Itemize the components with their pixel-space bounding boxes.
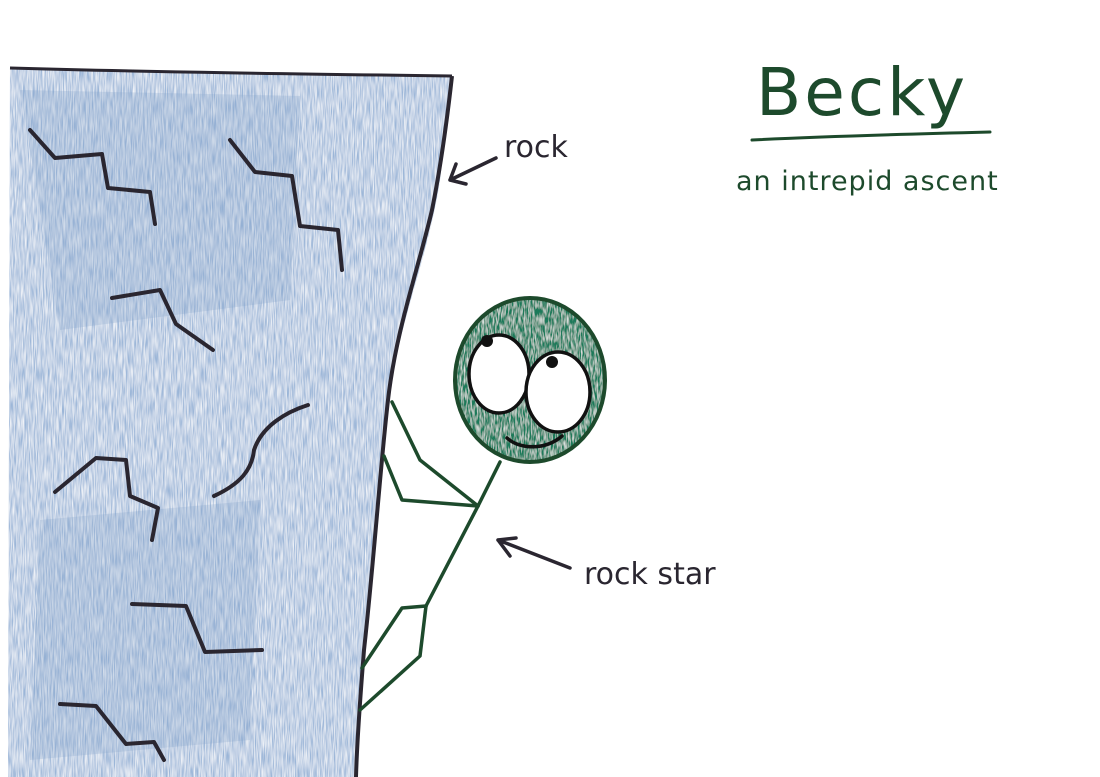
page-subtitle: an intrepid ascent xyxy=(736,166,999,197)
rock-wall xyxy=(8,66,454,777)
title-underline xyxy=(750,130,992,142)
crack xyxy=(110,288,215,352)
climber-eye-right xyxy=(524,350,592,434)
rock-cracks xyxy=(28,128,344,762)
climber-head-outline xyxy=(453,296,607,464)
rock-star-annotation: rock star xyxy=(496,536,716,592)
rock-arrow xyxy=(448,156,498,186)
climber-pupil-left xyxy=(481,335,493,347)
climber-lower-arm xyxy=(382,454,480,508)
rock-shading xyxy=(20,90,300,760)
crack xyxy=(53,456,160,542)
crack xyxy=(228,138,344,272)
title-block: Becky an intrepid ascent xyxy=(736,54,999,197)
rock-annotation: rock xyxy=(448,130,569,186)
crack xyxy=(28,128,157,226)
rock-outline-top xyxy=(9,66,453,78)
page-title: Becky xyxy=(756,54,968,131)
crack xyxy=(58,702,166,762)
rock-star-arrow xyxy=(496,536,572,570)
climber-leg-front xyxy=(360,604,428,670)
rock-outline-right xyxy=(354,75,454,777)
climber-body xyxy=(424,460,502,608)
climber-figure xyxy=(358,296,607,712)
climber-eye-left xyxy=(467,333,531,415)
rock-label: rock xyxy=(504,130,569,165)
climber-limbs xyxy=(358,400,502,712)
rock-star-label: rock star xyxy=(584,557,716,592)
crack xyxy=(212,403,310,498)
crack xyxy=(130,602,264,654)
climber-pupil-right xyxy=(546,356,558,368)
climber-smile xyxy=(505,434,564,449)
climber-leg-back xyxy=(358,604,428,712)
climber-upper-arm xyxy=(390,400,480,508)
